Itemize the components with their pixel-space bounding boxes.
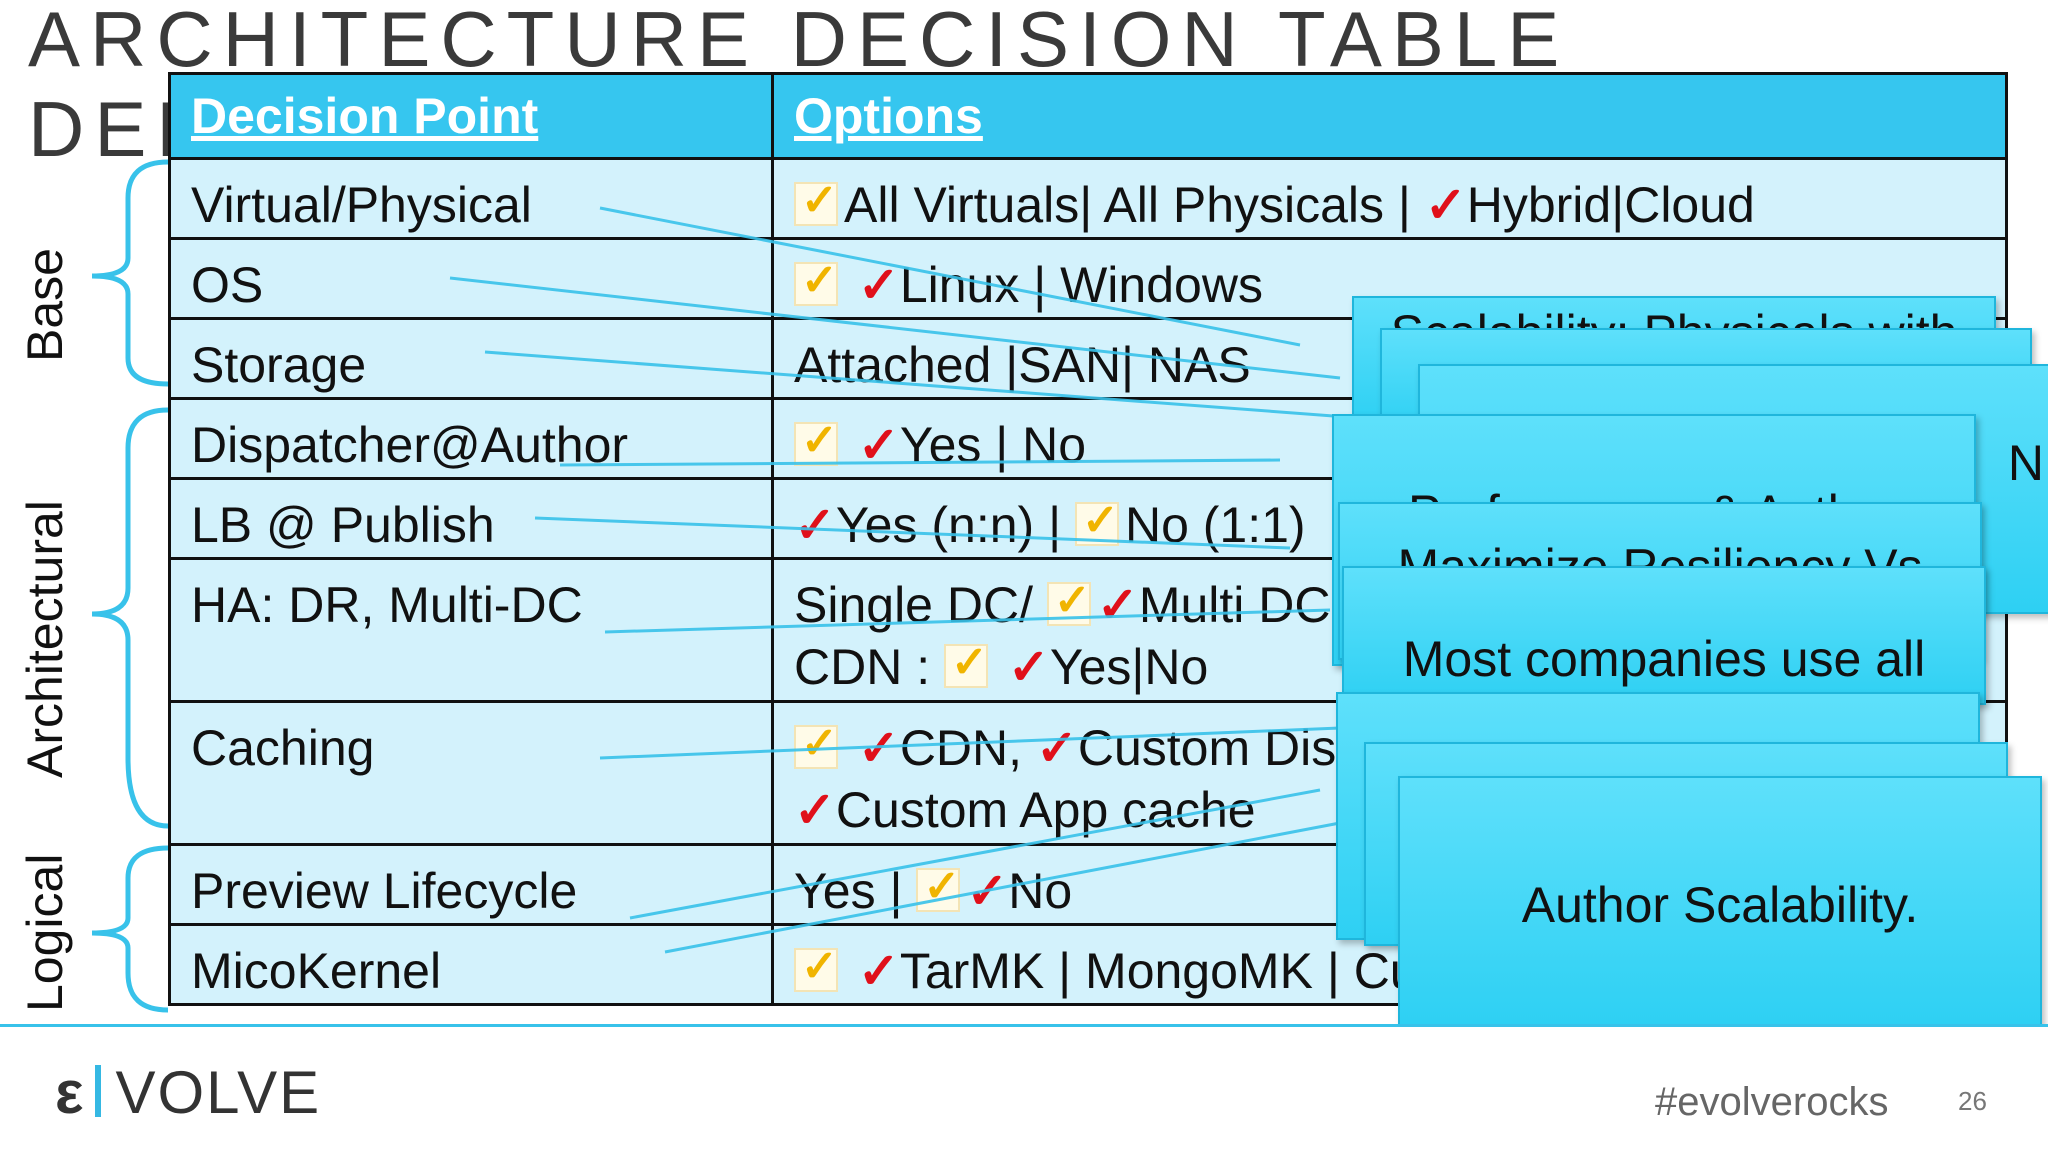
row-label: Virtual/Physical	[168, 157, 774, 240]
check-mark-icon: ✓	[857, 943, 900, 999]
checkbox-icon	[794, 170, 838, 232]
page-number: 26	[1958, 1086, 1987, 1116]
check-mark-icon: ✓	[1007, 639, 1050, 695]
logical-bracket	[91, 845, 169, 1013]
row-label: OS	[168, 237, 774, 320]
checkbox-icon	[916, 856, 961, 918]
checkbox-icon	[794, 250, 838, 312]
architectural-bracket	[91, 407, 169, 829]
check-mark-icon: ✓	[794, 782, 836, 838]
row-label: MicoKernel	[168, 923, 774, 1006]
footer	[0, 1027, 2048, 1152]
row-label: Caching	[168, 700, 774, 846]
footer-divider	[0, 1024, 2048, 1027]
callout-card-companies: Most companies use all	[1342, 566, 1986, 705]
group-brackets	[91, 159, 169, 1013]
base-bracket	[91, 159, 169, 387]
check-mark-icon: ✓	[794, 497, 836, 553]
row-options: All Virtuals| All Physicals | ✓Hybrid|Cl…	[771, 157, 2008, 240]
check-mark-icon: ✓	[1035, 720, 1078, 776]
row-label: LB @ Publish	[168, 477, 774, 560]
table-header-row: Decision Point Options	[168, 72, 2008, 160]
checkbox-icon	[794, 713, 838, 775]
check-mark-icon: ✓	[1096, 577, 1139, 633]
checkbox-icon	[794, 936, 838, 998]
row-label: Storage	[168, 317, 774, 400]
check-mark-icon: ✓	[1424, 177, 1467, 233]
callout-card-author-scalability: Author Scalability.	[1398, 776, 2042, 1028]
table-row: Virtual/Physical All Virtuals| All Physi…	[168, 157, 2008, 240]
header-decision-point: Decision Point	[168, 72, 774, 160]
header-options: Options	[771, 72, 2008, 160]
hashtag: #evolverocks	[1655, 1080, 1889, 1124]
checkbox-icon	[944, 632, 989, 694]
decision-table: Decision Point Options Virtual/Physical …	[168, 72, 2008, 1006]
